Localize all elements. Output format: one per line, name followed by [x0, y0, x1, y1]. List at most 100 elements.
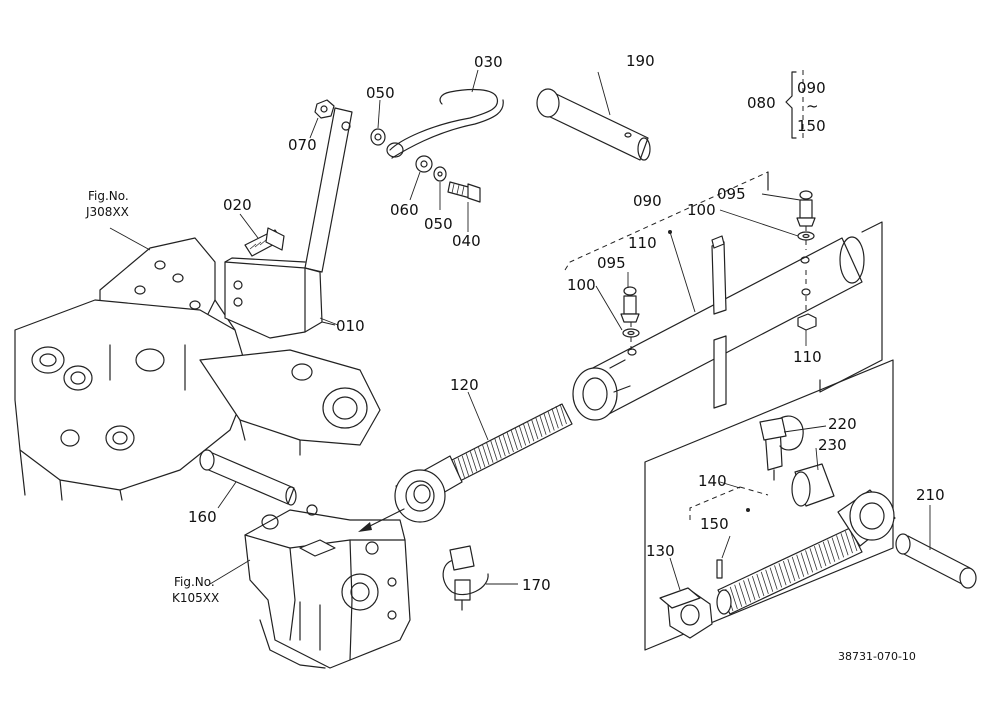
thread-line	[510, 429, 518, 450]
thread-line	[782, 561, 791, 584]
callout-120: 120	[450, 376, 479, 394]
callout-095-right: 095	[717, 185, 746, 203]
thread-line	[539, 414, 547, 435]
thread-line	[531, 418, 539, 440]
turnbuckle-body-090	[564, 171, 865, 421]
bracket-010	[224, 107, 353, 339]
bolt-040	[447, 181, 481, 203]
callout-050-upper: 050	[366, 84, 395, 102]
thread-line	[527, 421, 535, 442]
fig-ref-lower-label: Fig.No.	[174, 575, 215, 589]
washer-100-right	[797, 231, 815, 241]
callout-170: 170	[522, 576, 551, 594]
thread-line	[559, 403, 567, 425]
thread-line	[778, 563, 787, 586]
collar-060	[415, 155, 433, 173]
thread-line	[751, 576, 760, 599]
callout-060: 060	[390, 201, 419, 219]
thread-line	[827, 539, 836, 562]
thread-line	[555, 406, 563, 427]
thread-line	[800, 552, 809, 575]
lower-group-box	[644, 359, 894, 651]
grease-nipple-095-right	[796, 190, 816, 227]
thread-line	[461, 455, 470, 476]
thread-line	[836, 535, 845, 558]
lower-bracket	[244, 504, 411, 669]
thread-line	[756, 573, 765, 597]
nut-130	[659, 587, 713, 639]
callout-030: 030	[474, 53, 503, 71]
thread-line	[465, 453, 474, 474]
thread-line	[457, 457, 465, 478]
callout-130: 130	[646, 542, 675, 560]
hydraulic-housing	[14, 237, 381, 501]
thread-line	[506, 431, 514, 453]
washer-100-left	[622, 328, 640, 338]
range-brace-080	[785, 71, 797, 139]
lynch-pin-220	[759, 415, 804, 481]
fig-ref-upper-code: J308XX	[85, 205, 129, 219]
thread-line	[547, 410, 555, 431]
pin-160	[199, 449, 297, 506]
thread-line	[747, 578, 756, 601]
callout-230: 230	[818, 436, 847, 454]
fig-ref-upper-label: Fig.No.	[88, 189, 129, 203]
callout-020: 020	[223, 196, 252, 214]
bullet-dot	[746, 508, 750, 512]
thread-line	[831, 537, 840, 560]
thread-line	[787, 558, 796, 582]
thread-line	[844, 531, 853, 554]
thread-line	[535, 416, 543, 438]
thread-line	[543, 412, 551, 433]
callout-190: 190	[626, 52, 655, 70]
thread-line	[522, 423, 531, 444]
nut-070	[314, 99, 335, 119]
pin-190	[536, 88, 651, 161]
thread-line	[809, 548, 818, 571]
thread-line	[796, 554, 805, 577]
callout-labels: 010 020 030 040 050 050 060 070 080 090 …	[188, 52, 945, 594]
thread-line	[518, 425, 527, 446]
thread-line	[774, 565, 783, 588]
thread-line	[734, 584, 743, 607]
callout-150: 150	[700, 515, 729, 533]
thread-line	[478, 446, 486, 468]
callout-220: 220	[828, 415, 857, 433]
thread-line	[840, 533, 849, 556]
washer-050-lower	[433, 166, 447, 182]
washer-110-lower	[797, 313, 817, 331]
snap-pin-030	[386, 88, 504, 159]
callout-080: 080	[747, 94, 776, 112]
callout-150-range-end: 150	[797, 117, 826, 135]
thread-line	[490, 440, 498, 461]
callout-070: 070	[288, 136, 317, 154]
thread-line	[498, 436, 506, 457]
leader-lines	[109, 69, 931, 591]
thread-line	[551, 408, 559, 429]
thread-line	[469, 451, 478, 472]
callout-095-left: 095	[597, 254, 626, 272]
thread-line	[818, 543, 827, 567]
fig-ref-lower-code: K105XX	[172, 591, 219, 605]
bushing-230	[791, 463, 835, 507]
callout-160: 160	[188, 508, 217, 526]
thread-line	[765, 569, 774, 592]
threaded-rod-120	[394, 403, 573, 523]
thread-line	[482, 444, 490, 466]
thread-line	[486, 442, 494, 463]
thread-line	[760, 571, 769, 594]
thread-line	[822, 541, 831, 564]
drawing-code: 38731-070-10	[838, 650, 916, 663]
thread-line	[502, 434, 510, 455]
thread-line	[729, 586, 738, 609]
lynch-pin-170	[442, 545, 489, 611]
range-tilde: ~	[806, 97, 819, 115]
bolt-020	[244, 227, 285, 257]
thread-line	[791, 556, 800, 579]
pin-210	[895, 533, 977, 589]
thread-line	[743, 580, 752, 603]
thread-line	[494, 438, 502, 459]
callout-100-left: 100	[567, 276, 596, 294]
thread-line	[805, 550, 814, 573]
